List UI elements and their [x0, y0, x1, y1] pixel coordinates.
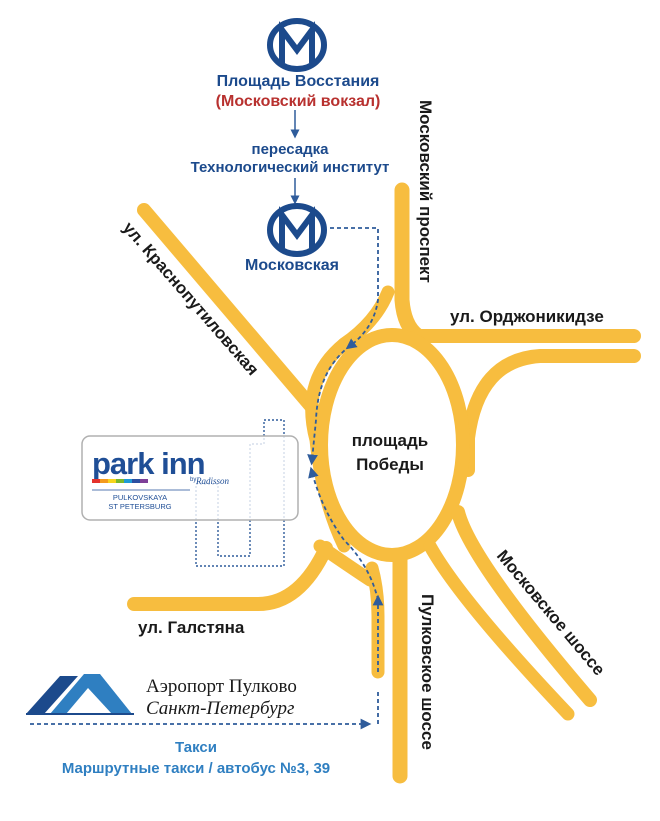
- label-krasnoputilovskaya: ул. Краснопутиловская: [119, 218, 262, 379]
- airport-logo-icon: [26, 674, 134, 715]
- road-ordzhonikidze-lower: [461, 349, 641, 477]
- route-south-to-hotel: [308, 466, 379, 601]
- metro-logo-icon: [267, 18, 327, 72]
- road-lower-left-merge: [313, 539, 377, 587]
- label-pulkovskoe-shosse: Пулковское шоссе: [418, 594, 437, 750]
- metro-station1-sub: (Московский вокзал): [216, 93, 381, 110]
- road-krasnoputilovskaya: [137, 203, 323, 419]
- label-moskovsky-prospekt: Московский проспект: [416, 100, 435, 283]
- label-square-line1: площадь: [352, 431, 428, 450]
- road-moskovskoe-outer: [451, 505, 597, 707]
- label-square-line2: Победы: [356, 455, 424, 474]
- road-galstyana: [127, 541, 333, 611]
- hotel-logo: park inn by Radisson PULKOVSKAYA ST PETE…: [81, 435, 299, 521]
- transport-taxi: Такси: [175, 739, 217, 756]
- route-metro-to-circle: [330, 227, 379, 350]
- hotel-logo-main: park inn: [92, 446, 205, 481]
- label-ordzhonikidze: ул. Орджоникидзе: [450, 307, 604, 326]
- hotel-logo-line1: PULKOVSKAYA: [113, 493, 167, 502]
- airport-city: Санкт-Петербург: [146, 698, 294, 719]
- hotel-logo-line2: ST PETERSBURG: [108, 502, 171, 511]
- transport-bus: Маршрутные такси / автобус №3, 39: [62, 760, 330, 777]
- metro-logo-icon: [267, 203, 327, 257]
- airport-name: Аэропорт Пулково: [146, 676, 297, 697]
- hotel-logo-by: by: [190, 477, 196, 483]
- label-galstyana: ул. Галстяна: [138, 618, 245, 637]
- metro-transfer-station: Технологический институт: [191, 159, 390, 176]
- hotel-color-stripe: [92, 479, 148, 483]
- metro-station2-name: Московская: [245, 257, 339, 274]
- metro-transfer-label: пересадка: [252, 141, 330, 158]
- hotel-logo-radisson: Radisson: [195, 476, 230, 486]
- metro-station1-name: Площадь Восстания: [217, 73, 380, 90]
- road-moskovsky-prospekt: [394, 182, 426, 344]
- road-moskovskoe-inner: [423, 539, 575, 721]
- route-circle-to-hotel: [307, 345, 351, 466]
- road-outer-left-arc: [305, 337, 351, 553]
